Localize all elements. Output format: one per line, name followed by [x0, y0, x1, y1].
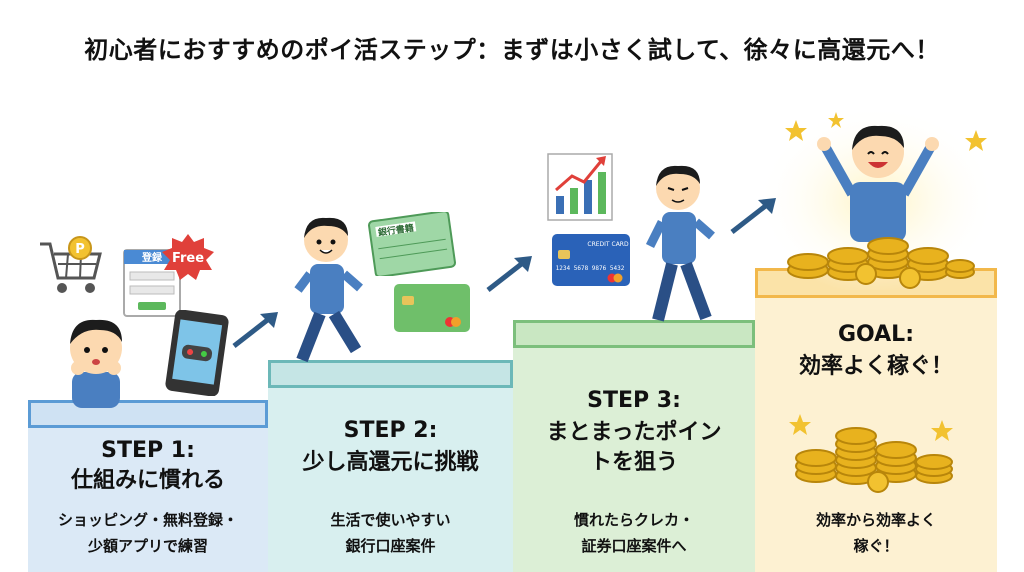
registration-form-icon: 登録 — [123, 249, 181, 317]
arrow-2-icon — [486, 256, 532, 292]
bank-passbook-icon: 銀行書籍 — [368, 212, 456, 276]
step-1: STEP 1: 仕組みに慣れる ショッピング・無料登録・ 少額アプリで練習 — [28, 400, 268, 572]
page-title: 初心者におすすめのポイ活ステップ：まずは小さく試して、徐々に高還元へ！ — [84, 36, 940, 64]
person-thinking-icon — [70, 319, 122, 408]
person-celebrating-icon — [817, 125, 939, 242]
step-2-subheading: 少し高還元に挑戦 — [302, 450, 479, 475]
green-card-icon — [394, 284, 470, 332]
credit-card-number: 1234 5678 9876 5432 — [556, 265, 625, 272]
person-running-icon — [294, 217, 363, 363]
step-2-heading: STEP 2: — [343, 418, 438, 443]
coin-label: P — [75, 242, 85, 257]
credit-card-label: CREDIT CARD — [587, 241, 629, 248]
step-3-top — [513, 320, 755, 348]
coin-pile-small-icon — [789, 414, 953, 493]
step-3: STEP 3: まとまったポイン トを狙う 慣れたらクレカ・ 証券口座案件へ — [513, 320, 755, 572]
credit-card-icon: CREDIT CARD 1234 5678 9876 5432 — [552, 234, 630, 286]
arrow-3-icon — [730, 198, 776, 234]
sparkle-icon — [785, 112, 987, 151]
person-walking-icon — [645, 165, 715, 322]
goal-subheading: 効率よく稼ぐ！ — [798, 354, 953, 379]
free-badge-icon: Free — [162, 234, 214, 280]
step-1-heading: STEP 1: — [101, 438, 195, 463]
step-2-top — [268, 360, 513, 388]
step-2-desc-line1: 生活で使いやすい — [330, 511, 451, 529]
step-2-desc-line2: 銀行口座案件 — [345, 537, 436, 555]
step-1-desc-line1: ショッピング・無料登録・ — [57, 511, 238, 529]
arrow-1-icon — [232, 312, 278, 348]
step-3-heading: STEP 3: — [587, 388, 681, 413]
coin-pile-icon — [787, 237, 975, 289]
step-3-desc-line2: 証券口座案件へ — [581, 537, 687, 555]
step-3-subheading-2: トを狙う — [589, 450, 678, 475]
step-2-body — [268, 388, 513, 572]
goal-step: GOAL: 効率よく稼ぐ！ 効率から効率よく 稼ぐ！ — [755, 268, 997, 572]
goal-desc-line1: 効率から効率よく — [815, 511, 936, 529]
step-3-body — [513, 348, 755, 572]
register-label: 登録 — [141, 251, 163, 264]
smartphone-game-icon — [165, 310, 229, 396]
step-3-desc-line1: 慣れたらクレカ・ — [573, 511, 694, 529]
step-1-top — [28, 400, 268, 428]
growth-chart-icon — [547, 153, 613, 221]
step-1-desc-line2: 少額アプリで練習 — [87, 537, 208, 555]
goal-heading: GOAL: — [837, 322, 914, 347]
shopping-cart-icon: P — [40, 236, 102, 293]
free-label: Free — [172, 251, 204, 266]
step-3-subheading: まとまったポイン — [546, 420, 722, 445]
step-1-body — [28, 428, 268, 572]
step-2: STEP 2: 少し高還元に挑戦 生活で使いやすい 銀行口座案件 — [268, 360, 513, 572]
step-1-subheading: 仕組みに慣れる — [70, 468, 225, 493]
goal-desc-line2: 稼ぐ！ — [853, 537, 899, 555]
